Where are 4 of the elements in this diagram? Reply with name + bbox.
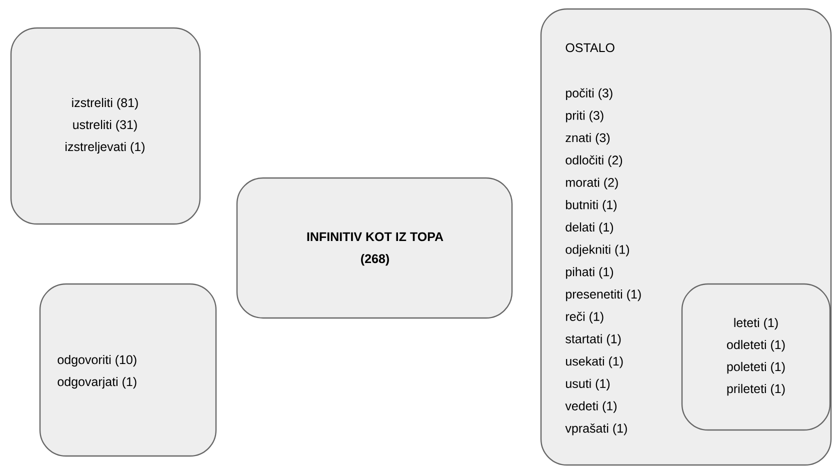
rounded-box: leteti (1) odleteti (1) poleteti (1) prileteti (1): [681, 283, 831, 431]
rounded-box: izstreliti (81) ustreliti (31) izstreljevati (1): [10, 27, 201, 225]
rounded-box: odgovoriti (10) odgovarjati (1): [39, 283, 217, 457]
rounded-box: INFINITIV KOT IZ TOPA (268): [236, 177, 513, 319]
